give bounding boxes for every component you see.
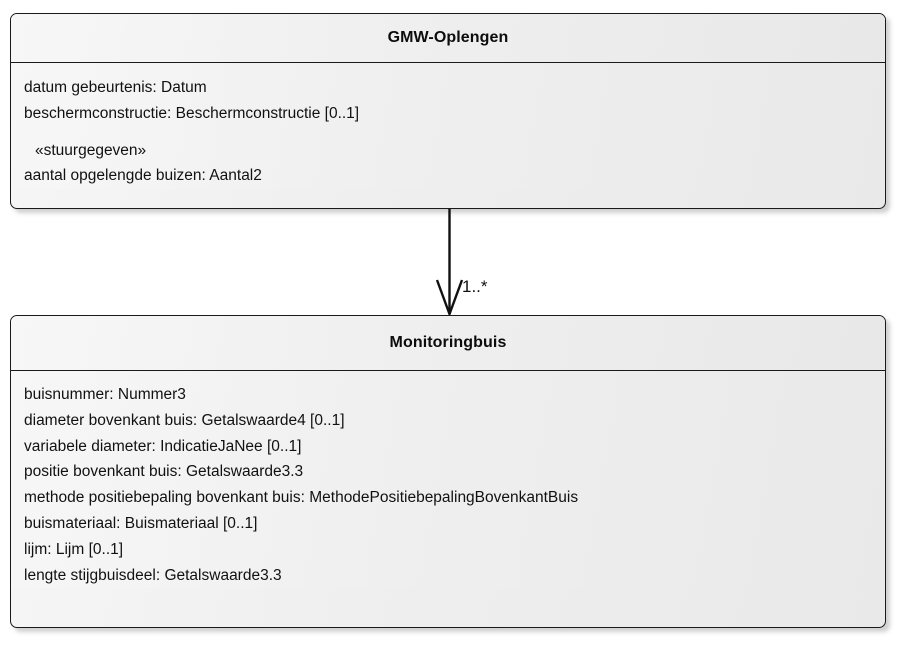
uml-attribute-compartment: buisnummer: Nummer3 diameter bovenkant b…	[11, 371, 885, 589]
uml-attribute-stereotype: «stuurgegeven»	[35, 141, 147, 159]
association-multiplicity-label: 1..*	[462, 277, 488, 296]
arrowhead-open-icon	[435, 279, 464, 318]
uml-attribute: variabele diameter: IndicatieJaNee [0..1…	[24, 437, 302, 455]
uml-attribute: buisnummer: Nummer3	[24, 386, 186, 403]
uml-class-header: GMW-Oplengen	[11, 14, 885, 63]
uml-attribute: lijm: Lijm [0..1]	[24, 540, 124, 558]
uml-attribute: buismateriaal: Buismateriaal [0..1]	[24, 514, 258, 532]
uml-class-name: Monitoringbuis	[389, 334, 507, 351]
uml-attribute: positie bovenkant buis: Getalswaarde3.3	[24, 463, 304, 481]
uml-class-name: GMW-Oplengen	[387, 29, 509, 46]
uml-class-header: Monitoringbuis	[11, 316, 885, 371]
uml-class-monitoringbuis[interactable]: Monitoringbuis buisnummer: Nummer3 diame…	[10, 315, 886, 628]
uml-attribute: methode positiebepaling bovenkant buis: …	[24, 489, 579, 507]
uml-attribute: diameter bovenkant buis: Getalswaarde4 […	[24, 411, 345, 429]
uml-class-gmw-oplengen[interactable]: GMW-Oplengen datum gebeurtenis: Datum be…	[10, 13, 886, 209]
uml-attribute: lengte stijgbuisdeel: Getalswaarde3.3	[24, 566, 282, 584]
uml-attribute: aantal opgelengde buizen: Aantal2	[24, 167, 262, 185]
uml-attribute-compartment: datum gebeurtenis: Datum beschermconstru…	[11, 63, 885, 190]
uml-attribute: beschermconstructie: Beschermconstructie…	[24, 104, 360, 122]
uml-attribute: datum gebeurtenis: Datum	[24, 79, 207, 96]
